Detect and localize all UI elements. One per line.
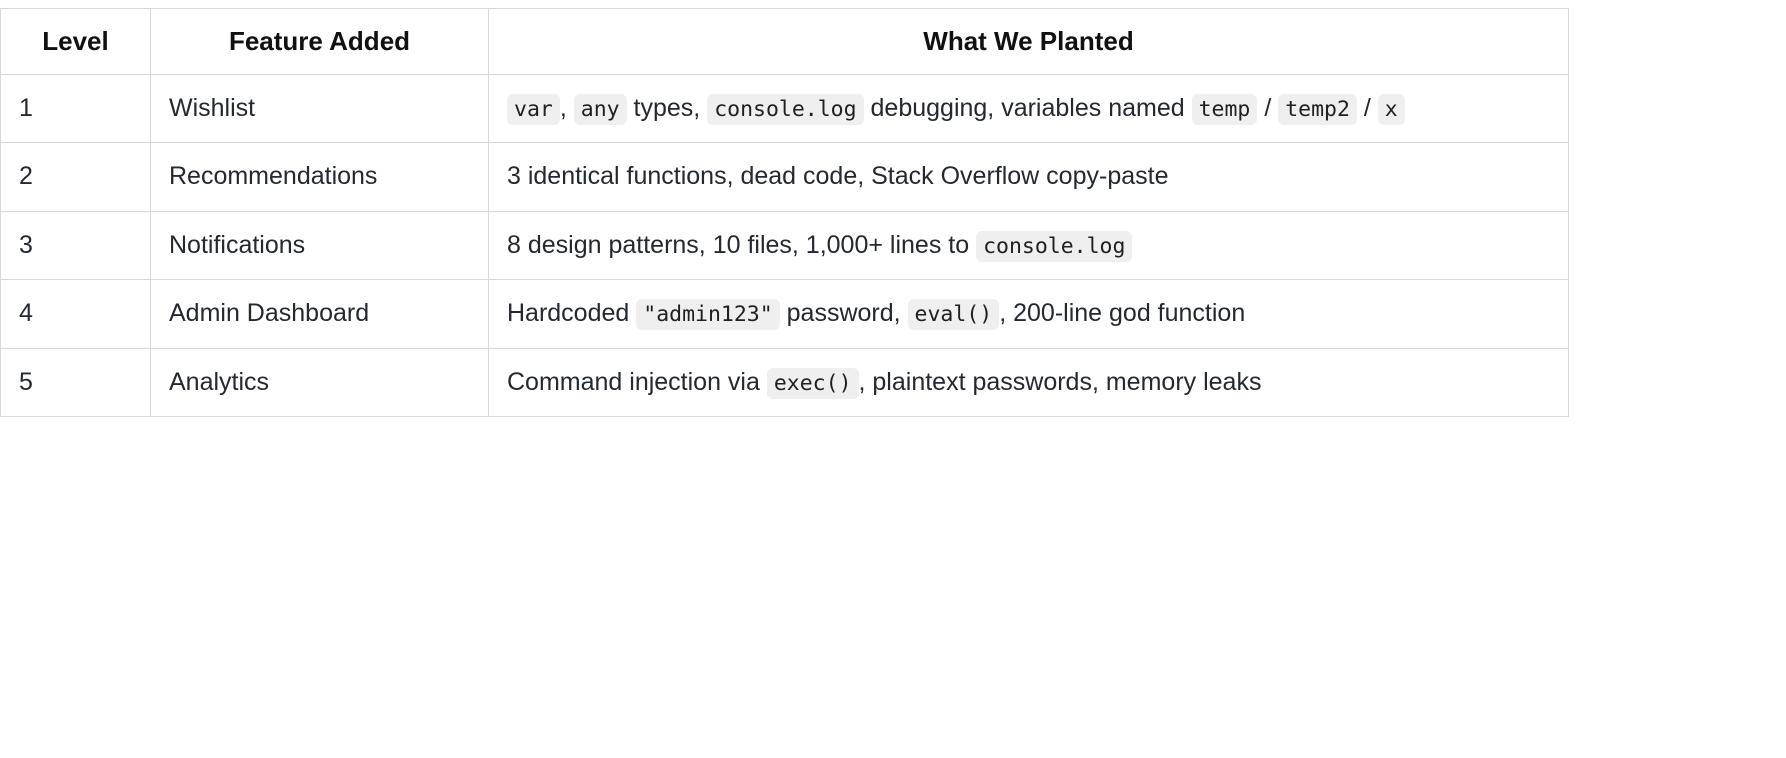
cell-what-we-planted: 8 design patterns, 10 files, 1,000+ line… [488,210,1569,281]
text-segment: / [1257,93,1279,122]
planted-issues-table: Level Feature Added What We Planted 1 Wi… [0,8,1569,418]
inline-code: eval() [907,299,1000,331]
cell-what-we-planted: 3 identical functions, dead code, Stack … [488,142,1569,212]
cell-what-we-planted: Command injection via exec(), plaintext … [488,347,1569,418]
table-container: Level Feature Added What We Planted 1 Wi… [0,8,1569,418]
table-row: 4 Admin Dashboard Hardcoded "admin123" p… [0,279,1569,349]
cell-feature-added: Analytics [150,347,489,418]
column-header-feature-added: Feature Added [150,8,489,75]
cell-what-we-planted: Hardcoded "admin123" password, eval(), 2… [488,279,1569,349]
text-segment: Hardcoded [507,299,637,328]
text-segment: / [1356,93,1378,122]
text-segment: Command injection via [507,367,767,396]
cell-level: 4 [0,279,151,349]
cell-feature-added: Notifications [150,210,489,281]
text-segment: , 200-line god function [999,299,1246,328]
table-header: Level Feature Added What We Planted [0,8,1569,75]
cell-feature-added: Admin Dashboard [150,279,489,349]
cell-level: 3 [0,210,151,281]
table-row: 3 Notifications 8 design patterns, 10 fi… [0,210,1569,281]
inline-code: temp [1191,93,1258,125]
text-segment: debugging, variables named [863,93,1192,122]
table-body: 1 Wishlist var, any types, console.log d… [0,73,1569,418]
inline-code: "admin123" [636,299,780,331]
cell-feature-added: Recommendations [150,142,489,212]
table-row: 1 Wishlist var, any types, console.log d… [0,73,1569,144]
cell-what-we-planted: var, any types, console.log debugging, v… [488,73,1569,144]
inline-code: var [507,93,560,125]
inline-code: console.log [976,230,1133,262]
text-segment: , plaintext passwords, memory leaks [858,367,1262,396]
table-row: 2 Recommendations 3 identical functions,… [0,142,1569,212]
cell-level: 1 [0,73,151,144]
inline-code: exec() [766,367,859,399]
column-header-what-we-planted: What We Planted [488,8,1569,75]
text-segment: 8 design patterns, 10 files, 1,000+ line… [507,230,977,259]
cell-feature-added: Wishlist [150,73,489,144]
text-segment: 3 identical functions, dead code, Stack … [507,162,1169,191]
table-row: 5 Analytics Command injection via exec()… [0,347,1569,418]
cell-level: 5 [0,347,151,418]
text-segment: , [559,93,574,122]
inline-code: console.log [707,93,864,125]
text-segment: password, [779,299,908,328]
inline-code: temp2 [1278,93,1357,125]
inline-code: any [573,93,627,125]
cell-level: 2 [0,142,151,212]
column-header-level: Level [0,8,151,75]
inline-code: x [1377,93,1405,125]
text-segment: types, [626,93,708,122]
table-header-row: Level Feature Added What We Planted [0,8,1569,75]
